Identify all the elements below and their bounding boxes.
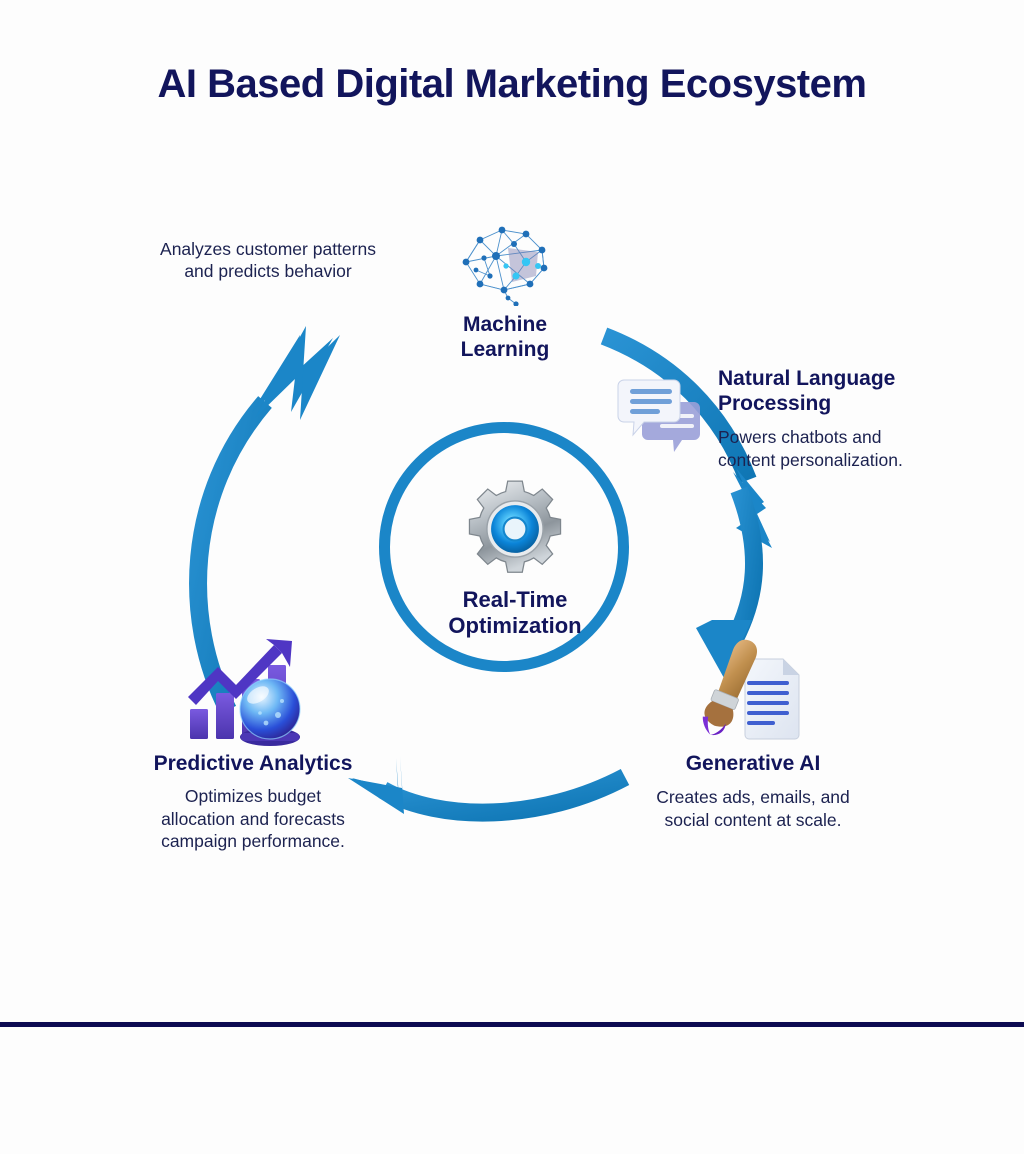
- node-machine-learning[interactable]: Machine Learning: [398, 210, 612, 362]
- center-hub-label: Real-Time Optimization: [448, 587, 582, 638]
- node-generative-ai[interactable]: Generative AI Creates ads, emails, and s…: [588, 635, 918, 831]
- page-title: AI Based Digital Marketing Ecosystem: [157, 62, 867, 106]
- center-hub-ring: [379, 422, 629, 672]
- node-natural-language-processing[interactable]: Natural Language Processing Powers chatb…: [616, 360, 976, 471]
- node-nlp-description: Powers chatbots and content personalizat…: [718, 427, 903, 470]
- node-machine-learning-caption: Analyzes customer patterns and predicts …: [118, 238, 418, 283]
- node-nlp-title: Natural Language Processing: [718, 367, 896, 416]
- node-predictive-analytics-description: Optimizes budget allocation and forecast…: [161, 786, 345, 851]
- paintbrush-document-icon: [702, 639, 800, 740]
- crystal-ball-chart-icon: [188, 639, 301, 746]
- center-hub-content: Real-Time Optimization: [379, 422, 629, 672]
- node-predictive-analytics[interactable]: Predictive Analytics Optimizes budget al…: [88, 635, 418, 852]
- chat-bubbles-icon-wrap: [616, 360, 712, 465]
- chat-bubbles-icon: [617, 379, 700, 452]
- cycle-diagram: Real-Time Optimization: [0, 150, 1024, 930]
- paintbrush-document-icon-wrap: [588, 635, 918, 751]
- node-generative-ai-description: Creates ads, emails, and social content …: [656, 787, 850, 830]
- crystal-ball-chart-icon-wrap: [88, 635, 418, 751]
- machine-learning-caption-text: Analyzes customer patterns and predicts …: [160, 239, 376, 282]
- bottom-divider: [0, 1022, 1024, 1027]
- arrow-nlp-to-generative-ai: [696, 486, 763, 678]
- arrow-generative-ai-to-predictive: [348, 756, 630, 822]
- gear-icon: [468, 481, 562, 574]
- node-machine-learning-title: Machine Learning: [460, 313, 550, 362]
- node-predictive-analytics-title: Predictive Analytics: [153, 752, 353, 775]
- brain-network-icon-wrap: [398, 210, 612, 306]
- brain-network-icon: [462, 226, 548, 306]
- node-generative-ai-title: Generative AI: [685, 752, 821, 775]
- cycle-arrows: [189, 326, 772, 822]
